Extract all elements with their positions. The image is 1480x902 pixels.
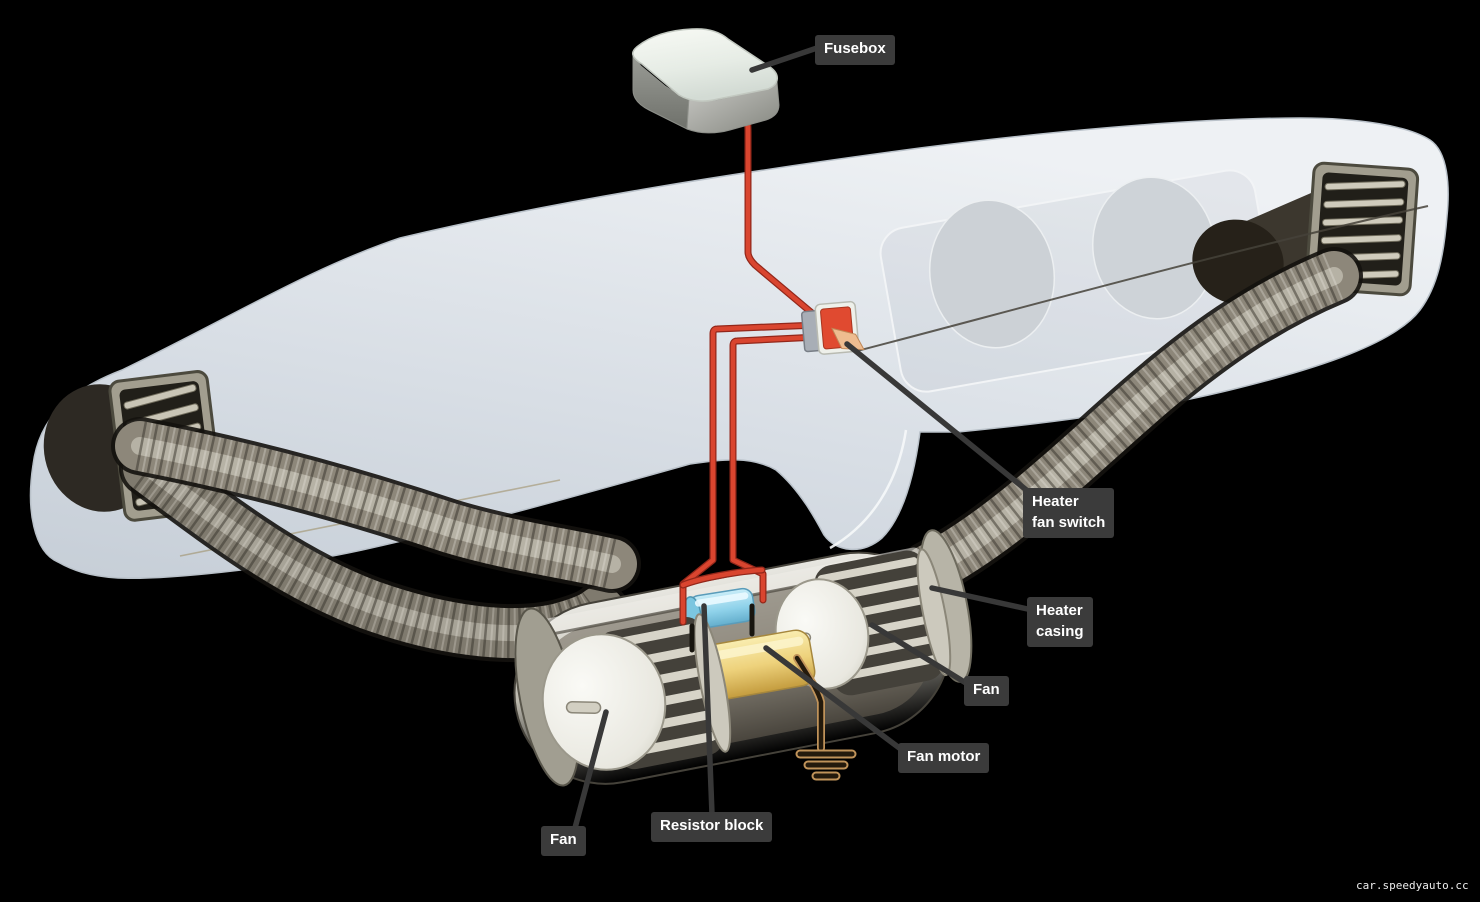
- heater-casing-label: Heater casing: [1027, 597, 1093, 648]
- heater-fan-switch: [800, 300, 865, 355]
- fan-motor-label-text: Fan motor: [907, 748, 981, 765]
- resistor-terminals: [689, 603, 755, 653]
- fan-left-label: Fan: [541, 826, 586, 856]
- heater-casing-label-line1: Heater: [1036, 602, 1083, 619]
- fusebox-label-text: Fusebox: [824, 40, 886, 57]
- fan-left: [541, 613, 732, 771]
- leader-fan-left: [572, 709, 609, 831]
- fan-right-label-text: Fan: [973, 681, 1000, 698]
- fan-left-shaft: [565, 701, 602, 714]
- control-cable: [856, 205, 1429, 352]
- leader-resistor-block: [701, 603, 715, 817]
- fan-right-blades: [817, 557, 937, 682]
- fusebox: [632, 28, 780, 134]
- resistor-block-label-text: Resistor block: [660, 817, 764, 834]
- leader-heater-casing: [929, 585, 1035, 613]
- console-edge-line: [829, 429, 908, 550]
- heater-fan-switch-label-line1: Heater: [1032, 493, 1079, 510]
- watermark: car.speedyauto.cc: [1356, 879, 1469, 892]
- fusebox-label: Fusebox: [815, 35, 895, 65]
- switch-lever: [831, 327, 865, 351]
- fusebox-lid: [632, 28, 778, 102]
- leader-fusebox: [749, 44, 823, 73]
- fan-left-disc: [541, 633, 667, 771]
- heater-fan-switch-label-line2: fan switch: [1032, 513, 1106, 531]
- wire-resistor-bracket: [680, 567, 765, 588]
- fan-right-label: Fan: [964, 676, 1009, 706]
- leader-heater-fan-switch: [844, 341, 1049, 509]
- wire-switch-to-resistor-outer: [680, 322, 821, 625]
- leader-fan-motor: [763, 645, 909, 756]
- fan-motor-label: Fan motor: [898, 743, 990, 773]
- wire-switch-to-resistor-inner: [730, 334, 821, 603]
- fan-left-label-text: Fan: [550, 831, 577, 848]
- fan-right: [774, 548, 952, 696]
- ground-symbol: [795, 749, 857, 781]
- leader-fan-right: [869, 622, 977, 691]
- resistor-block-label: Resistor block: [651, 812, 773, 842]
- heater-fan-switch-label: Heater fan switch: [1023, 488, 1115, 539]
- gauge-left: [928, 199, 1056, 349]
- heater-assembly: [513, 529, 973, 787]
- leader-lines: [572, 44, 1049, 831]
- heater-casing-label-line2: casing: [1036, 622, 1084, 640]
